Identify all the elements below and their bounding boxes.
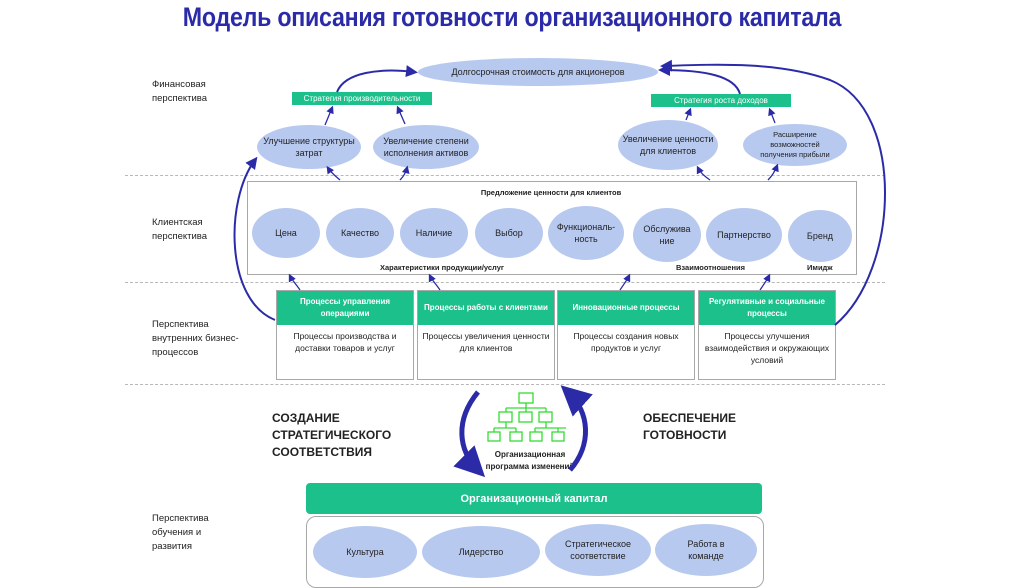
- process-regulatory-body: Процессы улучшения взаимодействия и окру…: [704, 331, 830, 365]
- goal-asset-utilization: Увеличение степени исполнения активов: [373, 125, 479, 169]
- process-innovation-body: Процессы создания новых продуктов и услу…: [573, 331, 679, 353]
- attribute-choice: Выбор: [475, 208, 543, 258]
- arrow-innov-to-customer: [619, 273, 631, 291]
- perspective-internal-label: Перспектива внутренних бизнес-процессов: [152, 319, 239, 358]
- arrow-ops-to-customer: [288, 273, 301, 291]
- goal-revenue-opportunities: Расширение возможностей получения прибыл…: [743, 124, 847, 166]
- attribute-partnership: Партнерство: [706, 208, 782, 262]
- process-regulatory-title: Регулятивные и социальные процессы: [699, 291, 835, 325]
- capital-leadership: Лидерство: [422, 526, 540, 578]
- organization-capital-bar: Организационный капитал: [306, 483, 762, 514]
- capital-teamwork: Работа в команде: [655, 524, 757, 576]
- arrow-productivity-to-value: [336, 65, 418, 93]
- caption-readiness: ОБЕСПЕЧЕНИЕ ГОТОВНОСТИ: [643, 411, 736, 442]
- process-operations-body: Процессы производства и доставки товаров…: [293, 331, 397, 353]
- group-image-label: Имидж: [807, 263, 833, 272]
- goal-customer-value: Увеличение ценности для клиентов: [618, 120, 718, 170]
- process-customer-title: Процессы работы с клиентами: [418, 291, 554, 325]
- capital-culture: Культура: [313, 526, 417, 578]
- arrow-custvalue-to-growth: [684, 107, 692, 121]
- arrow-custproc-to-customer: [428, 273, 441, 291]
- strategy-growth-bar: Стратегия роста доходов: [651, 94, 791, 107]
- org-chart-icon: [487, 392, 566, 442]
- separator-customer-internal: [125, 282, 885, 283]
- caption-strategic-alignment: СОЗДАНИЕ СТРАТЕГИЧЕСКОГО СООТВЕТСТВИЯ: [272, 411, 392, 459]
- goal-shareholder-value: Долгосрочная стоимость для акционеров: [418, 58, 658, 86]
- capital-alignment: Стратегическое соответствие: [545, 524, 651, 576]
- attribute-quality: Качество: [326, 208, 394, 258]
- arrow-reg-to-customer: [759, 273, 771, 291]
- separator-financial-customer: [125, 175, 885, 176]
- process-operations-title: Процессы управления операциями: [277, 291, 413, 325]
- goal-cost-structure: Улучшение структуры затрат: [257, 125, 361, 169]
- arrow-growth-to-value: [658, 64, 741, 95]
- perspective-financial-label: Финансовая перспектива: [152, 79, 208, 104]
- customer-value-header: Предложение ценности для клиентов: [480, 188, 622, 197]
- arrow-customer-to-custvalue: [696, 165, 711, 181]
- process-customer-management: Процессы работы с клиентами Процессы уве…: [417, 290, 555, 380]
- page-title: Модель описания готовности организационн…: [182, 2, 842, 32]
- attribute-functionality: Функциональ-ность: [548, 206, 624, 260]
- group-product-label: Характеристики продукции/услуг: [380, 263, 505, 272]
- arrow-cycle-left: [453, 390, 486, 478]
- arrow-revenue-to-growth: [768, 107, 776, 124]
- attribute-brand: Бренд: [788, 210, 852, 262]
- arrow-customer-to-asset: [399, 165, 410, 181]
- attribute-service: Обслужива ние: [633, 208, 701, 262]
- arrow-asset-to-productivity: [396, 105, 406, 125]
- strategy-productivity-bar: Стратегия производительности: [292, 92, 432, 105]
- process-regulatory-social: Регулятивные и социальные процессы Проце…: [698, 290, 836, 380]
- process-innovation-title: Инновационные процессы: [558, 291, 694, 325]
- perspective-customer-label: Клиентская перспектива: [152, 217, 208, 242]
- group-relationship-label: Взаимоотношения: [676, 263, 745, 272]
- process-operations: Процессы управления операциями Процессы …: [276, 290, 414, 380]
- attribute-availability: Наличие: [400, 208, 468, 258]
- attribute-price: Цена: [252, 208, 320, 258]
- perspective-learning-label: Перспектива обучения и развития: [152, 513, 209, 552]
- process-innovation: Инновационные процессы Процессы создания…: [557, 290, 695, 380]
- arrow-customer-to-cost: [326, 165, 341, 181]
- arrow-cost-to-productivity: [324, 105, 334, 126]
- arrow-customer-to-revenue: [767, 163, 779, 181]
- process-customer-body: Процессы увеличения ценности для клиенто…: [422, 331, 550, 353]
- org-change-program-label: Организационная программа изменений: [485, 450, 575, 471]
- separator-internal-learning: [125, 384, 885, 385]
